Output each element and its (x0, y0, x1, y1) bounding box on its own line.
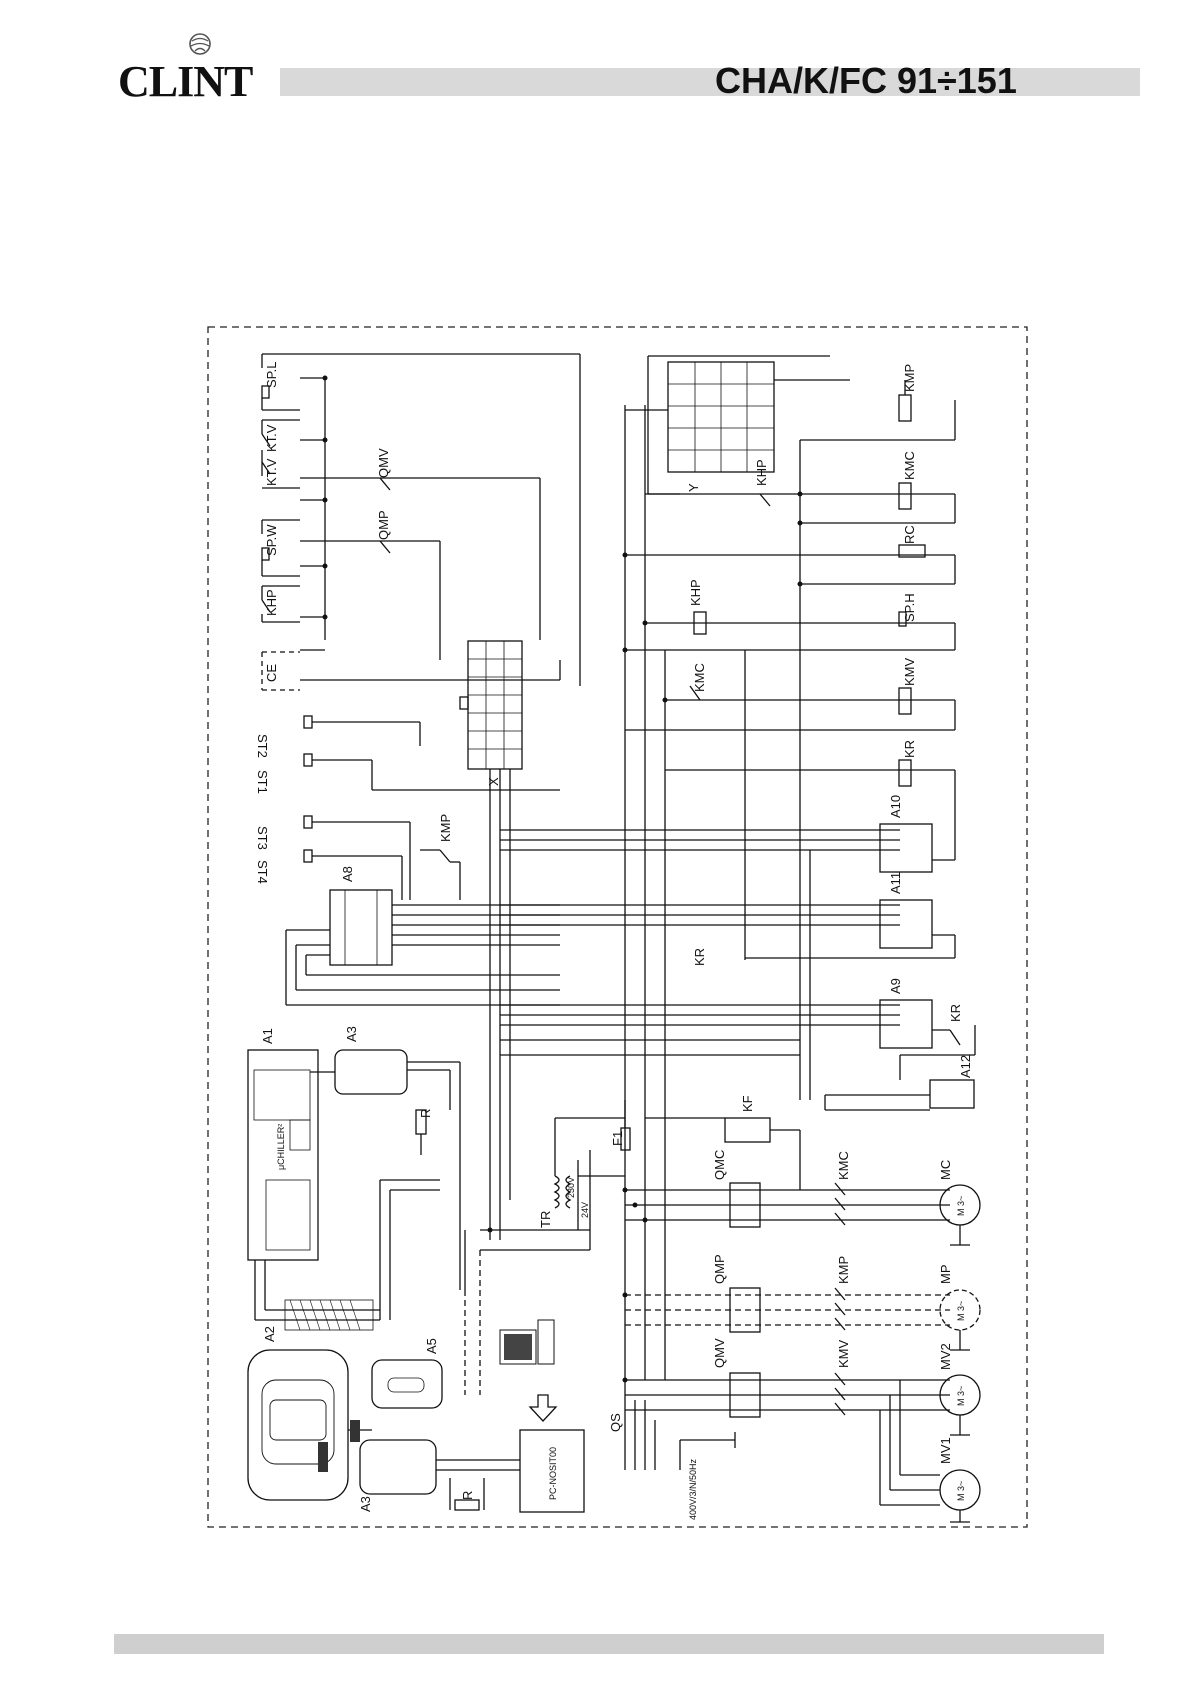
label-kr-a9: KR (948, 1004, 963, 1022)
label-st2: ST2 (255, 734, 270, 758)
label-ce: CE (264, 664, 279, 682)
label-a12: A12 (958, 1055, 973, 1078)
label-a8: A8 (340, 866, 355, 882)
label-supply: 400V/3/N/50Hz (688, 1458, 698, 1520)
label-a3-top: A3 (344, 1026, 359, 1042)
label-motor-mp: M 3~ (956, 1301, 966, 1321)
label-r-top: R (418, 1109, 433, 1118)
label-st3: ST3 (255, 826, 270, 850)
label-mv2: MV2 (938, 1343, 953, 1370)
label-kmp-b: KMP (836, 1256, 851, 1284)
label-a1: A1 (260, 1028, 275, 1044)
label-kt-v-b: KT.V (264, 458, 279, 486)
footer-bar (114, 1634, 1104, 1654)
label-tr: TR (538, 1211, 553, 1228)
label-khp-coil: KHP (688, 579, 703, 606)
label-st4: ST4 (255, 860, 270, 884)
label-qmc: QMC (712, 1150, 727, 1180)
label-motor-mv2: M 3~ (956, 1386, 966, 1406)
label-24v: 24V (580, 1202, 590, 1218)
label-khp-left: KHP (264, 589, 279, 616)
label-kmc-b: KMC (836, 1151, 851, 1180)
label-mc: MC (938, 1160, 953, 1180)
label-sp-h: SP.H (902, 593, 917, 622)
label-a11: A11 (888, 872, 903, 894)
label-kmc-coil: KMC (902, 451, 917, 480)
label-kr-contact: KR (692, 948, 707, 966)
label-qmv: QMV (376, 448, 391, 478)
label-motor-mc: M 3~ (956, 1196, 966, 1216)
label-kmc-contact: KMC (692, 663, 707, 692)
label-kt-v-a: KT.V (264, 424, 279, 452)
label-kmp-coil: KMP (902, 364, 917, 392)
label-kr-coil: KR (902, 740, 917, 758)
label-mv1: MV1 (938, 1437, 953, 1464)
diagram-frame (208, 327, 1027, 1527)
label-kmp-contact: KMP (438, 814, 453, 842)
label-motor-mv1: M 3~ (956, 1481, 966, 1501)
label-a5: A5 (424, 1338, 439, 1354)
label-y-connector: Y (686, 483, 701, 492)
label-f1: F1 (610, 1131, 625, 1146)
label-sp-l: SP.L (264, 361, 279, 388)
label-230v: 230V (566, 1177, 576, 1198)
label-controller: μCHILLER² (276, 1124, 286, 1170)
label-r-bottom: R (460, 1491, 475, 1500)
label-sp-w: SP.W (264, 524, 279, 556)
label-kf: KF (740, 1095, 755, 1112)
label-qs: QS (608, 1413, 623, 1432)
label-st1: ST1 (255, 770, 270, 794)
label-qmv-b: QMV (712, 1338, 727, 1368)
label-khp-top: KHP (754, 459, 769, 486)
label-a3-bottom: A3 (358, 1496, 373, 1512)
label-a10: A10 (888, 795, 903, 818)
label-kmv-b: KMV (836, 1340, 851, 1369)
label-kmv-coil: KMV (902, 658, 917, 687)
label-a9: A9 (888, 978, 903, 994)
label-mp: MP (938, 1265, 953, 1285)
label-a2: A2 (262, 1326, 277, 1342)
label-qmp-b: QMP (712, 1254, 727, 1284)
label-rc: RC (902, 525, 917, 544)
label-pc-box: PC-NOSIT00 (548, 1447, 558, 1500)
label-x-connector: X (486, 777, 501, 786)
label-qmp: QMP (376, 510, 391, 540)
